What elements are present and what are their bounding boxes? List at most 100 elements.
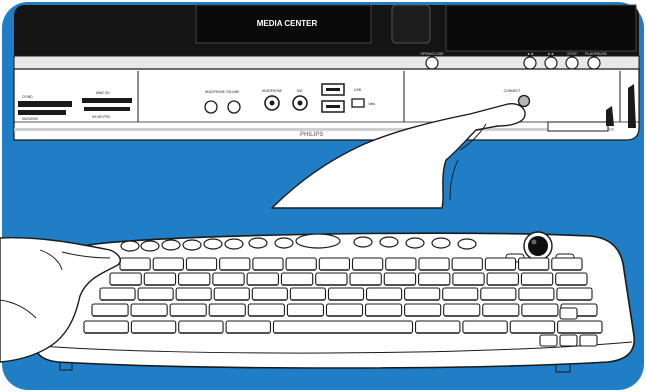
keyboard-key[interactable] xyxy=(522,304,558,316)
volume-up-button[interactable] xyxy=(228,101,240,113)
arrow-key[interactable] xyxy=(560,308,577,319)
hotkey-button[interactable] xyxy=(204,239,222,249)
card-slot-3[interactable] xyxy=(82,98,132,103)
play-pause-button[interactable] xyxy=(588,57,600,69)
keyboard-key[interactable] xyxy=(213,273,244,285)
hotkey-button[interactable] xyxy=(225,239,243,249)
keyboard-key[interactable] xyxy=(214,288,249,300)
stop-label: STOP xyxy=(567,52,577,56)
keyboard-key[interactable] xyxy=(144,273,175,285)
hotkey-button[interactable] xyxy=(275,238,293,248)
keyboard-key[interactable] xyxy=(485,258,515,270)
prev-button[interactable] xyxy=(524,57,536,69)
keyboard-key[interactable] xyxy=(153,258,183,270)
hotkey-button[interactable] xyxy=(183,240,201,250)
spacebar-key[interactable] xyxy=(273,321,412,333)
card-slot-4[interactable] xyxy=(84,107,130,111)
hotkey-button[interactable] xyxy=(354,237,372,247)
headphone-volume-label: HEADPHONE VOLUME xyxy=(205,90,240,94)
keyboard-key[interactable] xyxy=(179,273,210,285)
hotkey-button[interactable] xyxy=(458,239,476,249)
keyboard-key[interactable] xyxy=(416,321,460,333)
keyboard-key[interactable] xyxy=(131,321,175,333)
keyboard-key[interactable] xyxy=(209,304,245,316)
keyboard-key[interactable] xyxy=(286,258,316,270)
keyboard-key[interactable] xyxy=(366,304,402,316)
keyboard-key[interactable] xyxy=(247,273,278,285)
keyboard-key[interactable] xyxy=(138,288,173,300)
keyboard-key[interactable] xyxy=(519,288,554,300)
keyboard-key[interactable] xyxy=(443,288,478,300)
card-slot-2[interactable] xyxy=(18,110,66,115)
keyboard-key[interactable] xyxy=(521,273,552,285)
hotkey-button[interactable] xyxy=(380,237,398,247)
keyboard-key[interactable] xyxy=(463,321,507,333)
keyboard-key[interactable] xyxy=(419,273,450,285)
hotkey-button[interactable] xyxy=(141,241,159,251)
keyboard-key[interactable] xyxy=(170,304,206,316)
keyboard-key[interactable] xyxy=(367,288,402,300)
open-close-button[interactable] xyxy=(426,57,438,69)
open-close-label: OPEN/CLOSE xyxy=(420,52,444,56)
keyboard-key[interactable] xyxy=(252,288,287,300)
keyboard-key[interactable] xyxy=(481,288,516,300)
keyboard-key[interactable] xyxy=(556,273,587,285)
keyboard-key[interactable] xyxy=(519,258,549,270)
keyboard-key[interactable] xyxy=(386,258,416,270)
keyboard-key[interactable] xyxy=(384,273,415,285)
keyboard-key[interactable] xyxy=(319,258,349,270)
volume-down-button[interactable] xyxy=(205,101,217,113)
keyboard-key[interactable] xyxy=(405,304,441,316)
keyboard-key[interactable] xyxy=(176,288,211,300)
keyboard-key[interactable] xyxy=(248,304,284,316)
keyboard-key[interactable] xyxy=(131,304,167,316)
disc-tray[interactable] xyxy=(392,5,430,43)
keyboard-key[interactable] xyxy=(92,304,128,316)
keyboard-key[interactable] xyxy=(350,273,381,285)
keyboard-key[interactable] xyxy=(483,304,519,316)
keyboard-key[interactable] xyxy=(453,273,484,285)
keyboard-key[interactable] xyxy=(253,258,283,270)
hotkey-button[interactable] xyxy=(249,238,267,248)
keyboard-key[interactable] xyxy=(316,273,347,285)
arrow-key[interactable] xyxy=(560,335,577,346)
stop-button[interactable] xyxy=(566,57,578,69)
hotkey-button[interactable] xyxy=(121,241,139,251)
firewire-port[interactable] xyxy=(352,99,364,107)
keyboard-key[interactable] xyxy=(419,258,449,270)
keyboard-key[interactable] xyxy=(100,288,135,300)
next-button[interactable] xyxy=(545,57,557,69)
keyboard-key[interactable] xyxy=(120,258,150,270)
connect-button[interactable] xyxy=(519,96,530,107)
keyboard-key[interactable] xyxy=(487,273,518,285)
keyboard-key[interactable] xyxy=(186,258,216,270)
arrow-key[interactable] xyxy=(540,335,557,346)
keyboard-key[interactable] xyxy=(220,258,250,270)
keyboard-key[interactable] xyxy=(226,321,270,333)
hotkey-button[interactable] xyxy=(162,240,180,250)
keyboard-key[interactable] xyxy=(281,273,312,285)
keyboard-key[interactable] xyxy=(84,321,128,333)
keyboard-key[interactable] xyxy=(179,321,223,333)
hotkey-button[interactable] xyxy=(406,238,424,248)
keyboard-key[interactable] xyxy=(557,288,592,300)
keyboard-key[interactable] xyxy=(353,258,383,270)
keyboard-key[interactable] xyxy=(287,304,323,316)
keyboard-key[interactable] xyxy=(558,321,602,333)
hotkey-button[interactable] xyxy=(432,238,450,248)
keyboard-key[interactable] xyxy=(405,288,440,300)
arrow-key[interactable] xyxy=(580,335,597,346)
keyboard-key[interactable] xyxy=(452,258,482,270)
keyboard-key[interactable] xyxy=(110,273,141,285)
keyboard-key[interactable] xyxy=(326,304,362,316)
center-button[interactable] xyxy=(296,234,340,248)
card-slot-1[interactable] xyxy=(18,101,72,107)
keyboard-key[interactable] xyxy=(510,321,554,333)
keyboard-key[interactable] xyxy=(328,288,363,300)
keyboard-key[interactable] xyxy=(552,258,582,270)
headphone-label: HEADPHONE xyxy=(262,89,282,93)
keyboard-key[interactable] xyxy=(290,288,325,300)
keyboard-key[interactable] xyxy=(444,304,480,316)
card-slot-label-4: MS MS PRO xyxy=(92,115,111,119)
